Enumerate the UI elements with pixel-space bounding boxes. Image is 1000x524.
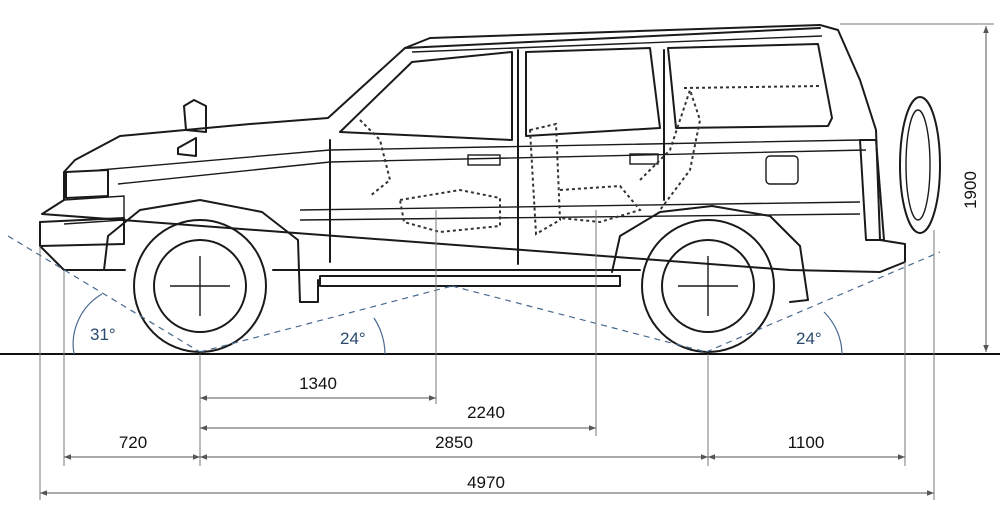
departure-angle-label: 24° xyxy=(796,329,822,348)
approach-angle-label: 31° xyxy=(90,325,116,344)
vehicle-outline xyxy=(39,24,941,303)
dim-front-overhang-label: 720 xyxy=(119,433,147,452)
dim-1340-label: 1340 xyxy=(299,374,337,393)
dim-height-label: 1900 xyxy=(961,171,980,209)
dim-wheelbase-label: 2850 xyxy=(435,433,473,452)
front-wheel xyxy=(133,219,267,353)
dim-overall-length-label: 4970 xyxy=(467,473,505,492)
extension-lines xyxy=(39,23,994,500)
dimension-lines xyxy=(40,26,989,496)
rear-wheel xyxy=(641,219,775,353)
dim-rear-overhang-label: 1100 xyxy=(788,433,825,452)
ramp-angle-label: 24° xyxy=(340,329,366,348)
dim-2240-label: 2240 xyxy=(467,403,505,422)
